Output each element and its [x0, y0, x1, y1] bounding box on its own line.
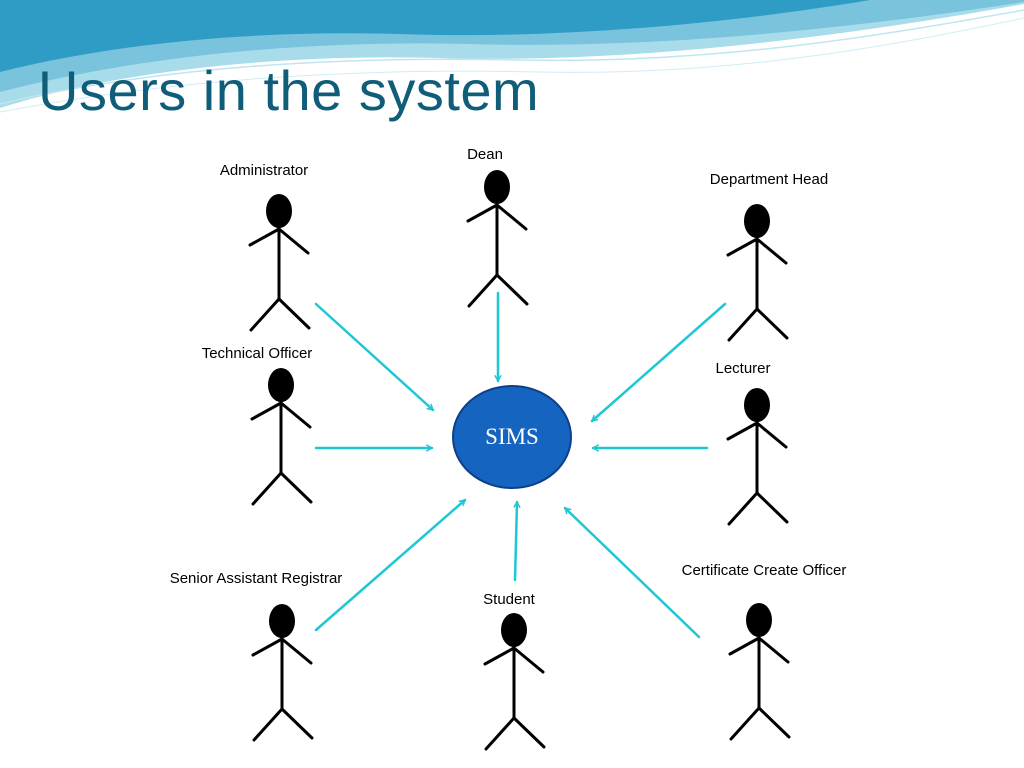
figure-left-leg	[727, 491, 759, 526]
page-title: Users in the system	[38, 59, 540, 122]
figure-left-leg	[467, 273, 499, 308]
sims-system-node	[452, 385, 572, 489]
actor-label-administrator: Administrator	[219, 162, 309, 179]
figure-left-arm	[483, 646, 516, 666]
arrow-senior-assistant-registrar-to-sims	[314, 498, 467, 632]
figure-left-leg	[252, 707, 284, 742]
figure-head	[744, 204, 770, 238]
stick-figure-administrator	[248, 194, 311, 332]
stick-figure-dean	[466, 170, 529, 308]
figure-right-arm	[277, 227, 310, 255]
figure-head	[268, 368, 294, 402]
figure-right-arm	[512, 646, 545, 674]
figure-left-leg	[249, 297, 281, 332]
figure-head	[746, 603, 772, 637]
actor-label-department-head: Department Head	[709, 171, 829, 188]
figure-right-leg	[277, 297, 311, 330]
figure-right-arm	[280, 637, 313, 665]
actor-label-lecturer: Lecturer	[715, 360, 771, 377]
header-wave-decoration	[0, 0, 1024, 113]
figure-left-arm	[728, 636, 761, 656]
actor-label-technical-officer: Technical Officer	[201, 345, 313, 362]
arrows	[314, 291, 727, 639]
figure-left-arm	[466, 203, 499, 223]
figure-right-arm	[279, 401, 312, 429]
figure-head	[266, 194, 292, 228]
figure-right-leg	[495, 273, 529, 306]
figure-right-arm	[755, 237, 788, 265]
figure-head	[744, 388, 770, 422]
stick-figure-student	[483, 613, 546, 751]
figure-right-leg	[757, 706, 791, 739]
figure-left-arm	[726, 237, 759, 257]
figure-left-arm	[250, 401, 283, 421]
actor-label-student: Student	[483, 591, 535, 608]
stick-figure-certificate-create-officer	[728, 603, 791, 741]
figure-right-leg	[279, 471, 313, 504]
figure-left-arm	[248, 227, 281, 247]
figure-right-leg	[280, 707, 314, 740]
figure-left-leg	[484, 716, 516, 751]
arrow-administrator-to-sims	[314, 302, 435, 412]
figure-right-arm	[757, 636, 790, 664]
figure-left-arm	[726, 421, 759, 441]
actor-label-dean: Dean	[467, 146, 503, 163]
actor-label-senior-assistant-registrar: Senior Assistant Registrar	[169, 570, 343, 587]
arrow-certificate-create-officer-to-sims	[563, 506, 701, 639]
stick-figure-senior-assistant-registrar	[251, 604, 314, 742]
figure-head	[484, 170, 510, 204]
sims-system-label: SIMS	[485, 424, 539, 449]
arrow-department-head-to-sims	[590, 302, 727, 423]
figure-right-leg	[755, 307, 789, 340]
figure-left-leg	[251, 471, 283, 506]
actor-figures	[248, 170, 791, 751]
figure-left-leg	[729, 706, 761, 741]
figure-right-leg	[755, 491, 789, 524]
stick-figure-lecturer	[726, 388, 789, 526]
stick-figure-technical-officer	[250, 368, 313, 506]
figure-right-leg	[512, 716, 546, 749]
figure-head	[501, 613, 527, 647]
actor-label-certificate-create-officer: Certificate Create Officer	[681, 562, 847, 579]
figure-left-arm	[251, 637, 284, 657]
arrow-student-to-sims	[515, 500, 517, 582]
figure-left-leg	[727, 307, 759, 342]
figure-right-arm	[495, 203, 528, 231]
stick-figure-department-head	[726, 204, 789, 342]
figure-right-arm	[755, 421, 788, 449]
figure-head	[269, 604, 295, 638]
